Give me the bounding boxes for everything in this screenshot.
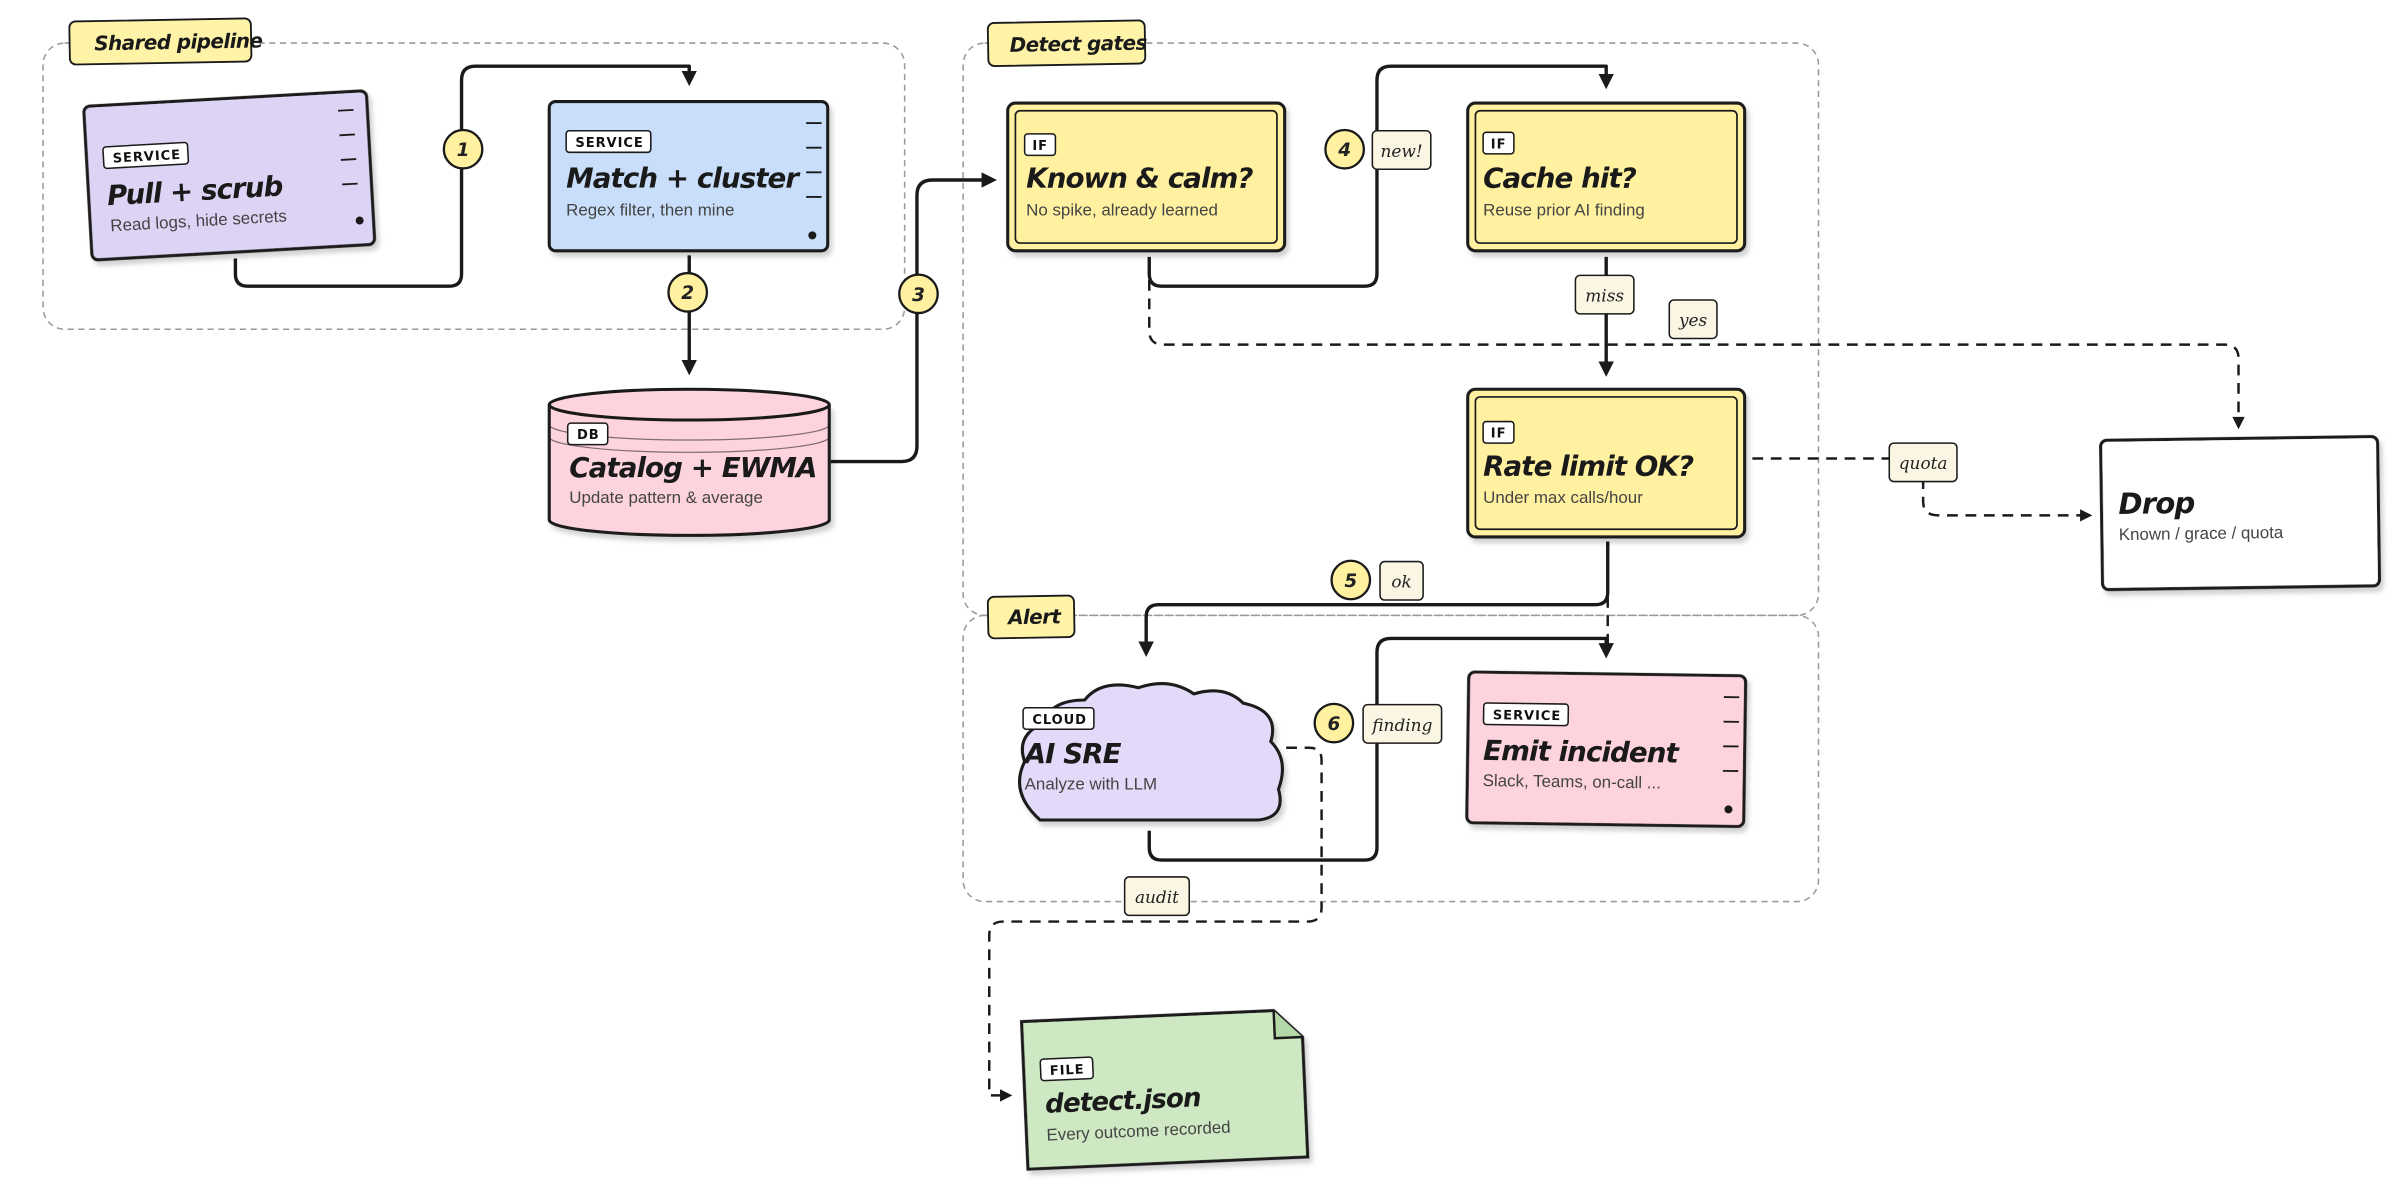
svg-text:4: 4 xyxy=(1337,140,1351,161)
svg-text:audit: audit xyxy=(1135,887,1179,907)
step-badge-1: 1 xyxy=(444,130,482,168)
node-subtitle: Under max calls/hour xyxy=(1483,488,1643,507)
node-badge: DB xyxy=(568,423,608,445)
node-title: Drop xyxy=(2118,486,2194,521)
svg-text:finding: finding xyxy=(1370,715,1432,735)
node-known-calm[interactable]: IF Known & calm? No spike, already learn… xyxy=(1008,103,1285,251)
svg-text:IF: IF xyxy=(1032,139,1048,154)
step-badge-4: 4 xyxy=(1325,130,1363,168)
group-label-detect: Detect gates xyxy=(988,20,1148,66)
node-title: Emit incident xyxy=(1483,734,1681,770)
svg-text:Alert: Alert xyxy=(1006,604,1063,629)
svg-text:new!: new! xyxy=(1380,141,1422,161)
node-match-cluster[interactable]: SERVICE Match + cluster Regex filter, th… xyxy=(549,102,827,251)
node-badge: IF xyxy=(1483,422,1514,444)
node-badge: SERVICE xyxy=(103,142,189,168)
node-detect-json[interactable]: FILE detect.json Every outcome recorded xyxy=(1022,1009,1308,1169)
edge-label-miss: miss xyxy=(1575,275,1633,313)
node-badge: IF xyxy=(1483,132,1514,154)
svg-text:miss: miss xyxy=(1585,286,1624,306)
edge-label-new: new! xyxy=(1372,131,1430,169)
svg-text:6: 6 xyxy=(1327,714,1340,735)
svg-text:IF: IF xyxy=(1491,137,1507,152)
node-title: Match + cluster xyxy=(566,162,801,195)
svg-text:SERVICE: SERVICE xyxy=(1493,708,1562,724)
svg-text:2: 2 xyxy=(681,283,694,304)
node-pull-scrub[interactable]: SERVICE Pull + scrub Read logs, hide sec… xyxy=(84,91,375,260)
step-badge-5: 5 xyxy=(1332,561,1370,599)
edge-label-yes: yes xyxy=(1669,300,1717,338)
node-title: Cache hit? xyxy=(1483,162,1637,195)
svg-text:Detect gates: Detect gates xyxy=(1009,31,1147,57)
svg-text:1: 1 xyxy=(457,140,470,161)
svg-text:quota: quota xyxy=(1899,453,1948,473)
node-ai-sre[interactable]: CLOUD AI SRE Analyze with LLM xyxy=(1020,684,1283,820)
svg-text:5: 5 xyxy=(1344,571,1357,592)
step-badge-6: 6 xyxy=(1315,704,1353,742)
edge-label-audit: audit xyxy=(1125,877,1190,915)
svg-text:3: 3 xyxy=(912,285,925,306)
svg-text:FILE: FILE xyxy=(1050,1063,1085,1080)
node-badge: IF xyxy=(1025,134,1056,156)
node-badge: FILE xyxy=(1040,1057,1093,1081)
node-catalog-ewma[interactable]: DB Catalog + EWMA Update pattern & avera… xyxy=(549,389,829,535)
svg-text:DB: DB xyxy=(577,428,600,443)
svg-text:CLOUD: CLOUD xyxy=(1032,713,1087,728)
node-subtitle: Analyze with LLM xyxy=(1025,774,1158,793)
step-badge-2: 2 xyxy=(668,273,706,311)
node-title: Catalog + EWMA xyxy=(569,451,816,484)
node-subtitle: Regex filter, then mine xyxy=(566,200,734,219)
node-subtitle: Reuse prior AI finding xyxy=(1483,200,1645,219)
node-cache-hit[interactable]: IF Cache hit? Reuse prior AI finding xyxy=(1468,103,1745,251)
node-badge: SERVICE xyxy=(1483,703,1568,726)
node-title: AI SRE xyxy=(1023,737,1122,770)
node-subtitle: Known / grace / quota xyxy=(2119,523,2284,544)
node-title: Rate limit OK? xyxy=(1483,449,1694,482)
node-badge: CLOUD xyxy=(1023,708,1094,730)
svg-text:Shared pipeline: Shared pipeline xyxy=(94,28,263,55)
svg-text:SERVICE: SERVICE xyxy=(575,136,643,151)
node-badge: SERVICE xyxy=(566,131,651,153)
svg-text:ok: ok xyxy=(1391,572,1411,592)
group-label-shared: Shared pipeline xyxy=(69,18,263,64)
svg-text:IF: IF xyxy=(1491,427,1507,442)
node-emit-incident[interactable]: SERVICE Emit incident Slack, Teams, on-c… xyxy=(1467,672,1746,827)
node-drop[interactable]: Drop Known / grace / quota xyxy=(2101,437,2380,590)
edge-catalog-to-known xyxy=(831,180,991,462)
edge-label-ok: ok xyxy=(1380,562,1423,600)
edge-label-finding: finding xyxy=(1363,705,1441,743)
svg-text:yes: yes xyxy=(1678,310,1708,330)
node-subtitle: Update pattern & average xyxy=(569,488,763,507)
node-rate-limit[interactable]: IF Rate limit OK? Under max calls/hour xyxy=(1468,389,1745,537)
node-subtitle: Slack, Teams, on-call ... xyxy=(1483,771,1661,792)
node-subtitle: No spike, already learned xyxy=(1026,200,1218,219)
edge-label-quota: quota xyxy=(1889,443,1957,481)
step-badge-3: 3 xyxy=(899,275,937,313)
edge-rate-to-ai xyxy=(1146,542,1608,651)
node-title: Known & calm? xyxy=(1026,162,1253,195)
group-label-alert: Alert xyxy=(988,595,1075,638)
